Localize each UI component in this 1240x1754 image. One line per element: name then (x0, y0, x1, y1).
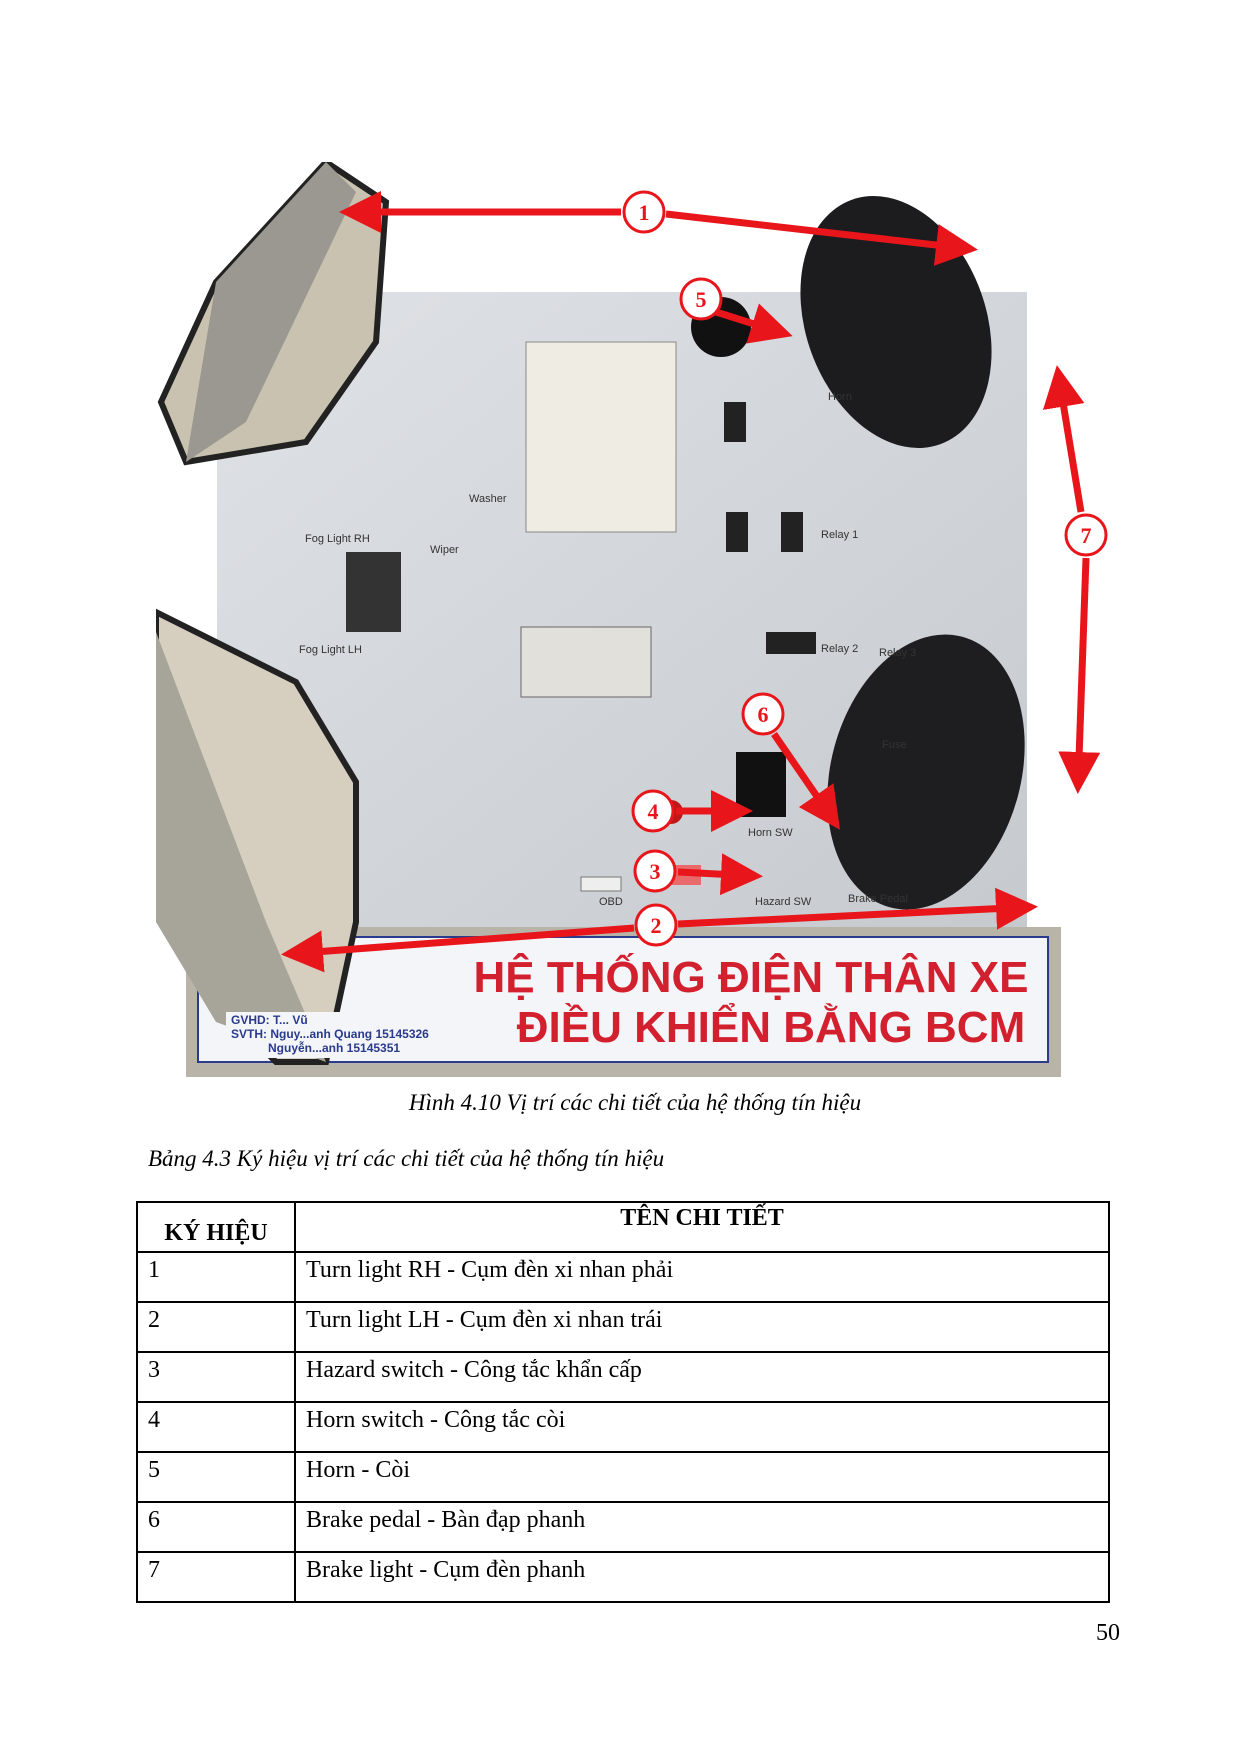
row-name: Turn light LH - Cụm đèn xi nhan trái (294, 1301, 1110, 1353)
row-name: Brake pedal - Bàn đạp phanh (294, 1501, 1110, 1553)
row-name: Brake light - Cụm đèn phanh (294, 1551, 1110, 1603)
combination-switch (520, 626, 652, 698)
board-label: Fuse (882, 739, 906, 751)
board-label: Horn SW (748, 827, 793, 839)
marker-circle (679, 277, 723, 321)
row-symbol: 2 (136, 1301, 296, 1353)
brake-light-bottom-right (827, 634, 1025, 910)
marker-number: 2 (651, 913, 662, 938)
marker-circle (634, 903, 678, 947)
markers: 1 2 3 4 5 6 7 (622, 190, 1108, 947)
relay-3 (781, 512, 803, 552)
board-label: Relay 2 (821, 643, 858, 655)
marker-number: 3 (650, 859, 661, 884)
row-symbol: 5 (136, 1451, 296, 1503)
header-name: TÊN CHI TIẾT (294, 1201, 1110, 1253)
marker-number: 6 (758, 702, 769, 727)
obd-port (580, 876, 622, 892)
row-name: Horn - Còi (294, 1451, 1110, 1503)
board-label: OBD (599, 896, 623, 908)
marker-number: 5 (696, 287, 707, 312)
board-label: Brake Pedal (848, 893, 908, 905)
relay-2 (726, 512, 748, 552)
table-caption: Bảng 4.3 Ký hiệu vị trí các chi tiết của… (148, 1146, 665, 1171)
banner-text: SVTH: Nguy...anh Quang 15145326 (231, 1027, 429, 1041)
row-symbol: 4 (136, 1401, 296, 1453)
board-label: Wiper (430, 544, 459, 556)
figure-photo: HỆ THỐNG ĐIỆN THÂN XE ĐIỀU KHIỂN BẰNG BC… (156, 162, 1108, 1077)
fuse-box (525, 341, 677, 533)
row-symbol: 7 (136, 1551, 296, 1603)
row-symbol: 1 (136, 1251, 296, 1303)
turn-light-rh-left-top (157, 162, 390, 466)
marker-circle (741, 692, 785, 736)
banner-text: ĐIỀU KHIỂN BẰNG BCM (517, 1001, 1025, 1052)
board-label: Fog Light LH (299, 644, 362, 656)
marker-circle (1064, 513, 1108, 557)
fuse (766, 632, 816, 654)
figure-caption: Hình 4.10 Vị trí các chi tiết của hệ thố… (408, 1090, 862, 1115)
banner-credits-panel (226, 1012, 488, 1058)
row-name: Turn light RH - Cụm đèn xi nhan phải (294, 1251, 1110, 1303)
relay-1 (724, 402, 746, 442)
banner-credits: GVHD: T... Vũ SVTH: Nguy...anh Quang 151… (226, 1012, 488, 1058)
page-number: 50 (1096, 1620, 1120, 1646)
header-symbol: KÝ HIỆU (136, 1201, 296, 1253)
board-label: Relay 1 (821, 529, 858, 541)
row-symbol: 3 (136, 1351, 296, 1403)
banner-text: Nguyễn...anh 15145351 (268, 1040, 400, 1055)
marker-circle (622, 190, 666, 234)
banner-text: HỆ THỐNG ĐIỆN THÂN XE (474, 951, 1029, 1002)
board-label: Hazard SW (755, 896, 812, 908)
marker-circle (633, 849, 677, 893)
table-header-row: KÝ HIỆU TÊN CHI TIẾT (136, 1201, 1110, 1253)
wiper-motor (346, 552, 401, 632)
marker-number: 7 (1081, 523, 1092, 548)
board-label: Horn (828, 391, 852, 403)
row-name: Horn switch - Công tắc còi (294, 1401, 1110, 1453)
arrows (281, 191, 1101, 973)
row-symbol: 6 (136, 1501, 296, 1553)
row-name: Hazard switch - Công tắc khẩn cấp (294, 1351, 1110, 1403)
board-label: Washer (469, 493, 507, 505)
board-label: Fog Light RH (305, 533, 370, 545)
board-label: Relay 3 (879, 647, 916, 659)
marker-number: 4 (648, 799, 659, 824)
brake-pedal (736, 752, 786, 817)
banner-text: GVHD: T... Vũ (231, 1013, 308, 1027)
marker-circle (631, 789, 675, 833)
marker-number: 1 (639, 200, 650, 225)
